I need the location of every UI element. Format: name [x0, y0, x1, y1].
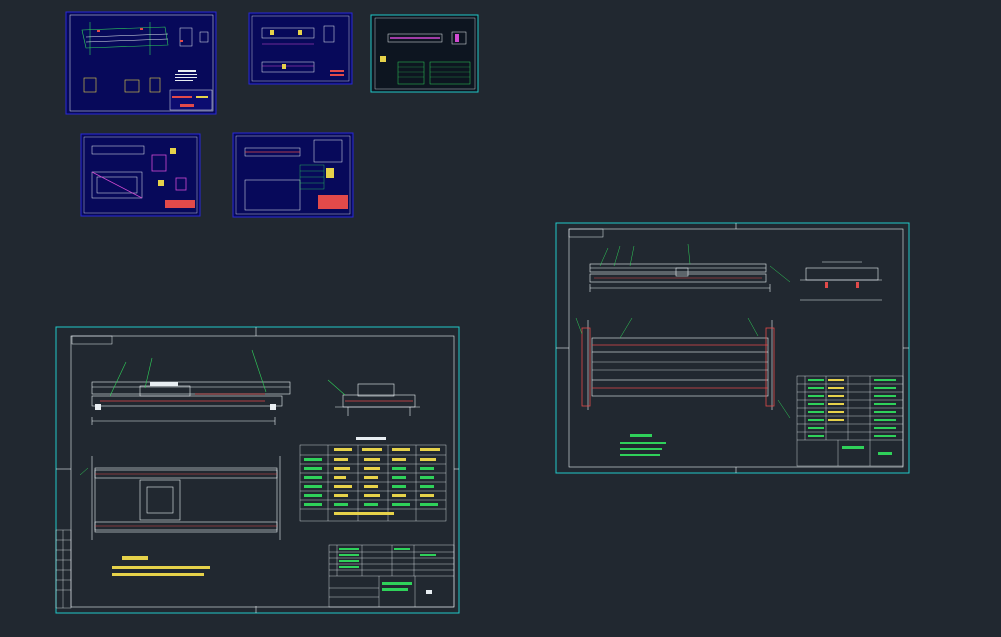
sheet-6[interactable]: [55, 326, 460, 614]
sheet-3[interactable]: [370, 14, 479, 93]
sheet-5[interactable]: [232, 132, 354, 218]
sheet-7[interactable]: [555, 222, 910, 474]
parts-table: [796, 375, 904, 467]
sheet-1[interactable]: [65, 11, 217, 115]
sheet-4[interactable]: [80, 133, 201, 217]
sheet-2[interactable]: [248, 12, 353, 85]
parameter-table: [299, 444, 447, 522]
